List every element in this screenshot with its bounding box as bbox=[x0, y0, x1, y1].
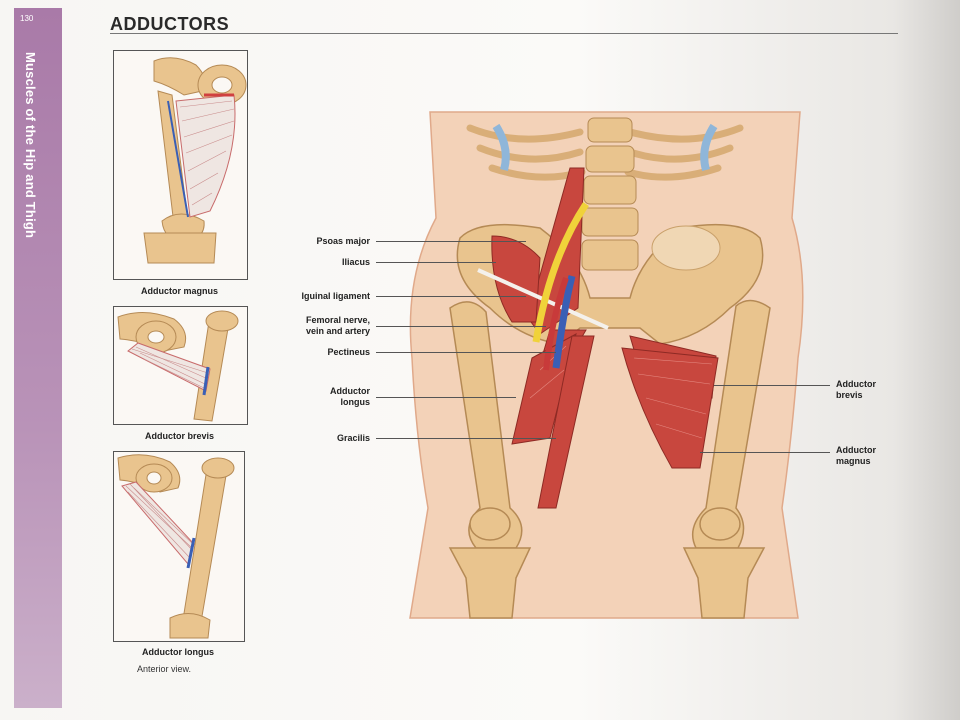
femoral-vein bbox=[552, 275, 576, 369]
costal-cartilage-left bbox=[492, 123, 510, 172]
thumbnail-adductor-longus bbox=[113, 451, 245, 642]
leader-line bbox=[714, 385, 830, 386]
adductor-magnus-muscle bbox=[621, 347, 719, 469]
label-adductor-magnus-line2: magnus bbox=[836, 456, 871, 466]
label-iliacus: Iliacus bbox=[341, 257, 370, 267]
right-tibia bbox=[682, 547, 766, 619]
leader-line bbox=[376, 241, 526, 242]
femoral-artery bbox=[543, 277, 569, 371]
adductor-longus-illustration bbox=[117, 454, 235, 639]
leader-line bbox=[376, 262, 496, 263]
leader-line bbox=[376, 397, 516, 398]
right-patella bbox=[699, 507, 741, 541]
leader-line bbox=[376, 296, 526, 297]
label-psoas-major: Psoas major bbox=[316, 236, 370, 246]
section-tab bbox=[14, 8, 62, 708]
thumbnail-caption: Adductor magnus bbox=[140, 286, 218, 296]
leader-line bbox=[700, 452, 830, 453]
iliacus-muscle bbox=[491, 235, 541, 323]
label-femoral-line1: Femoral nerve, bbox=[305, 315, 370, 325]
anterior-hip-thigh-illustration bbox=[409, 111, 804, 619]
label-gracilis: Gracilis bbox=[336, 433, 370, 443]
costal-cartilage-right bbox=[700, 123, 718, 172]
thumbnail-caption: Adductor longus bbox=[142, 647, 214, 657]
label-adductor-longus-line2: longus bbox=[340, 397, 371, 407]
label-pectineus: Pectineus bbox=[327, 347, 370, 357]
right-femur bbox=[691, 299, 771, 549]
page-number: 130 bbox=[20, 14, 34, 23]
label-adductor-brevis-line1: Adductor bbox=[836, 379, 876, 389]
left-tibia bbox=[448, 547, 532, 619]
label-adductor-magnus-line1: Adductor bbox=[836, 445, 876, 455]
thumbnail-adductor-brevis bbox=[113, 306, 248, 425]
lumbar-spine bbox=[581, 117, 639, 271]
label-adductor-longus-line1: Adductor bbox=[330, 386, 370, 396]
view-note: Anterior view. bbox=[137, 664, 192, 674]
leader-line bbox=[376, 352, 556, 353]
gracilis-muscle bbox=[537, 335, 595, 509]
femoral-nerve bbox=[532, 202, 589, 343]
section-title: Muscles of the Hip and Thigh bbox=[23, 52, 38, 239]
label-inguinal-ligament: Iguinal ligament bbox=[301, 291, 370, 301]
heading-rule bbox=[110, 33, 898, 34]
leader-line bbox=[376, 438, 556, 439]
adductor-magnus-illustration bbox=[143, 57, 247, 264]
page-heading: ADDUCTORS bbox=[110, 14, 230, 34]
thumbnail-adductor-magnus bbox=[113, 50, 248, 280]
leader-line bbox=[376, 326, 546, 327]
label-adductor-brevis-line2: brevis bbox=[836, 390, 863, 400]
left-patella bbox=[469, 507, 511, 541]
muscle-fibers bbox=[529, 345, 713, 439]
thumbnail-caption: Adductor brevis bbox=[144, 431, 214, 441]
label-femoral-line2: vein and artery bbox=[305, 326, 370, 336]
adductor-brevis-illustration bbox=[117, 310, 239, 422]
